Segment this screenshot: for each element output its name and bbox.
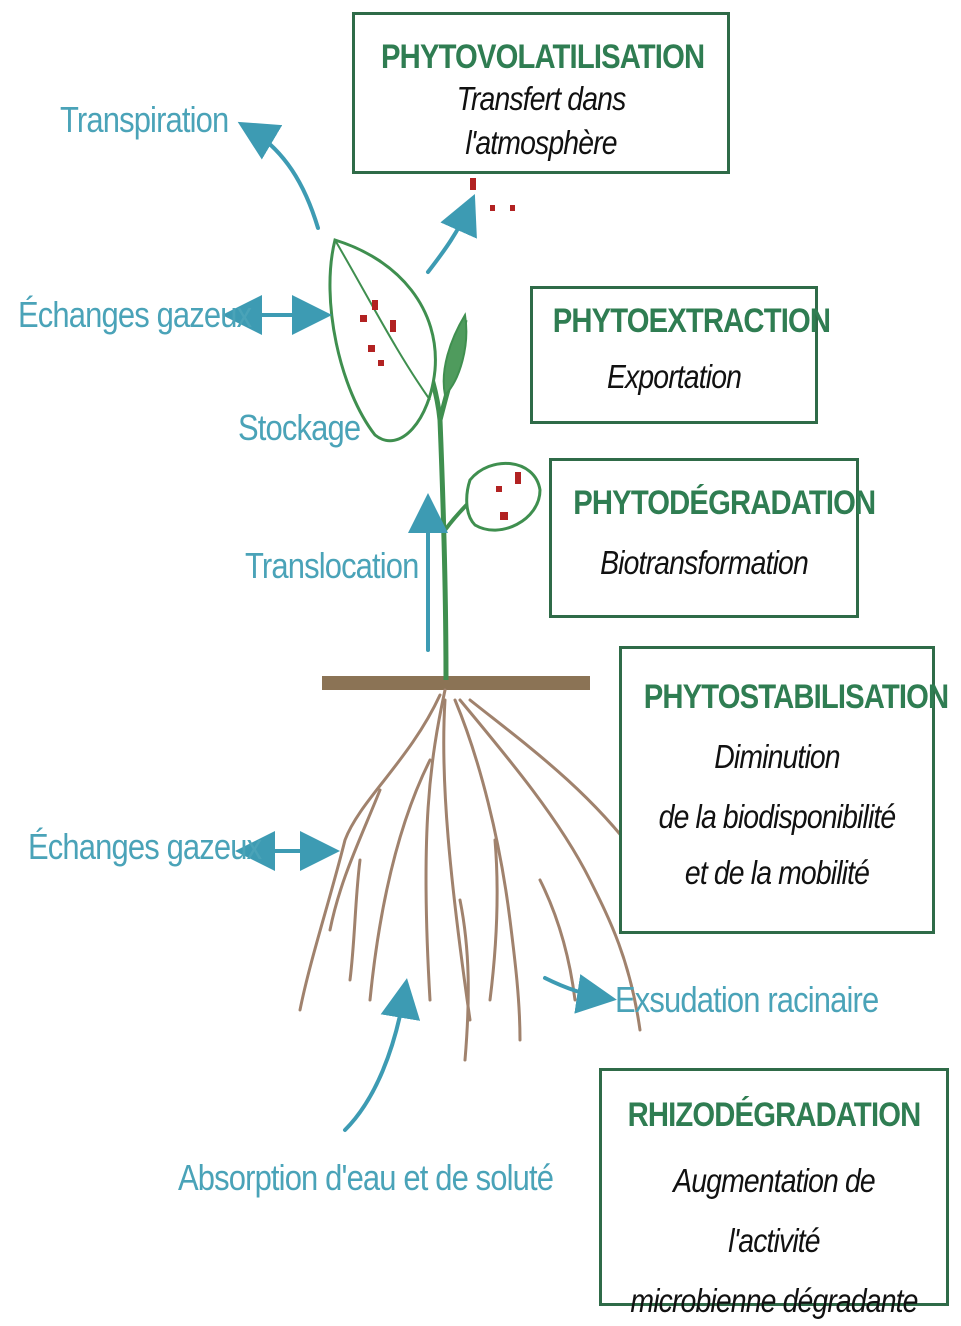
phytoextraction-line-1: Exportation (553, 355, 796, 399)
phytoextraction-title: PHYTOEXTRACTION (553, 301, 796, 341)
phytovolatilisation-box: PHYTOVOLATILISATION Transfert dans l'atm… (352, 12, 730, 174)
small-leaf (467, 463, 540, 530)
label-echanges-gazeux-top: Échanges gazeux (18, 295, 251, 335)
soil-line (322, 676, 590, 690)
label-stockage: Stockage (238, 408, 360, 448)
phytostabilisation-title: PHYTOSTABILISATION (644, 677, 911, 717)
rhizodegradation-line-1: Augmentation de l'activité (626, 1151, 922, 1271)
phytodegradation-title: PHYTODÉGRADATION (573, 483, 834, 523)
label-transpiration: Transpiration (60, 100, 228, 140)
phytovolatilisation-line-1: Transfert dans l'atmosphère (381, 77, 701, 165)
rhizodegradation-line-2: microbienne dégradante (626, 1271, 922, 1326)
transpiration-arrow (248, 128, 318, 228)
absorption-arrow (345, 990, 405, 1130)
phytostabilisation-line-2: de la biodisponibilité (644, 787, 911, 847)
bud-leaf (444, 315, 467, 395)
phytostabilisation-box: PHYTOSTABILISATION Diminution de la biod… (619, 646, 935, 934)
phytodegradation-line-1: Biotransformation (573, 541, 834, 585)
phytodegradation-box: PHYTODÉGRADATION Biotransformation (549, 458, 859, 618)
rhizodegradation-title: RHIZODÉGRADATION (626, 1095, 922, 1135)
label-echanges-gazeux-bottom: Échanges gazeux (28, 827, 261, 867)
label-translocation: Translocation (245, 546, 419, 586)
label-absorption: Absorption d'eau et de soluté (178, 1158, 553, 1198)
label-exsudation: Exsudation racinaire (615, 980, 878, 1020)
roots (300, 690, 640, 1060)
phytostabilisation-line-1: Diminution (644, 727, 911, 787)
rhizodegradation-box: RHIZODÉGRADATION Augmentation de l'activ… (599, 1068, 949, 1306)
phytovolatilisation-title: PHYTOVOLATILISATION (381, 37, 701, 77)
phytostabilisation-line-3: et de la mobilité (644, 847, 911, 899)
volatilisation-arrow (428, 205, 470, 272)
phytoextraction-box: PHYTOEXTRACTION Exportation (530, 286, 818, 424)
